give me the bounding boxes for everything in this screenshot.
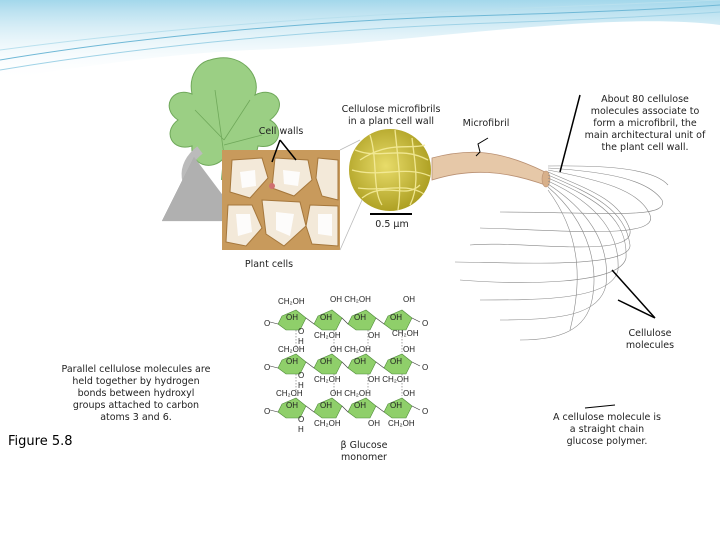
- svg-text:CH₂OH: CH₂OH: [314, 331, 341, 340]
- svg-text:OH: OH: [286, 357, 298, 366]
- svg-text:OH CH₂OH: OH CH₂OH: [330, 295, 371, 304]
- scale-bar-label: 0.5 µm: [375, 219, 409, 230]
- svg-text:CH₂OH: CH₂OH: [314, 419, 341, 428]
- svg-text:OH: OH: [354, 313, 366, 322]
- microfibril-micrograph: [347, 127, 433, 215]
- svg-text:CH₂OH: CH₂OH: [278, 297, 305, 306]
- svg-text:OH: OH: [320, 313, 332, 322]
- svg-text:OH: OH: [354, 357, 366, 366]
- svg-text:CH₂OH: CH₂OH: [392, 329, 419, 338]
- svg-text:O: O: [422, 407, 428, 416]
- svg-text:O: O: [298, 327, 304, 336]
- svg-text:O: O: [422, 319, 428, 328]
- svg-text:OH: OH: [320, 357, 332, 366]
- svg-text:CH₂OH: CH₂OH: [314, 375, 341, 384]
- svg-text:H: H: [298, 381, 304, 390]
- svg-text:OH: OH: [354, 401, 366, 410]
- figure-label: Figure 5.8: [8, 434, 73, 449]
- svg-text:OH: OH: [320, 401, 332, 410]
- svg-text:OH: OH: [368, 419, 380, 428]
- header-banner: [0, 0, 720, 80]
- svg-text:CH₂OH: CH₂OH: [388, 419, 415, 428]
- svg-text:OH CH₂OH: OH CH₂OH: [330, 389, 371, 398]
- svg-text:O: O: [264, 319, 270, 328]
- svg-text:OH: OH: [368, 331, 380, 340]
- svg-text:OH CH₂OH: OH CH₂OH: [330, 345, 371, 354]
- svg-text:O: O: [264, 407, 270, 416]
- microfibrils-in-wall-label: Cellulose microfibrils in a plant cell w…: [341, 104, 441, 127]
- glucose-monomer-label: β Glucose monomer: [340, 440, 388, 463]
- plant-cells-label: Plant cells: [244, 259, 294, 270]
- svg-text:H: H: [298, 425, 304, 434]
- cellulose-molecule-strands: [454, 165, 669, 341]
- plant-cells-illustration: [222, 150, 340, 250]
- straight-chain-note: A cellulose molecule is a straight chain…: [552, 412, 662, 447]
- microfibril-note: About 80 cellulose molecules associate t…: [584, 94, 706, 153]
- svg-text:O: O: [422, 363, 428, 372]
- svg-text:OH: OH: [403, 345, 415, 354]
- svg-text:OH: OH: [403, 389, 415, 398]
- svg-text:OH CH₂OH: OH CH₂OH: [368, 375, 409, 384]
- svg-text:OH: OH: [390, 401, 402, 410]
- svg-text:H: H: [298, 337, 304, 346]
- cellulose-molecules-label: Cellulose molecules: [625, 328, 675, 351]
- svg-text:OH: OH: [403, 295, 415, 304]
- zoom-arrow: [161, 146, 243, 222]
- svg-text:OH: OH: [286, 401, 298, 410]
- svg-text:CH₂OH: CH₂OH: [278, 345, 305, 354]
- parallel-molecules-note: Parallel cellulose molecules are held to…: [61, 364, 211, 423]
- svg-text:OH: OH: [286, 313, 298, 322]
- svg-text:CH₂OH: CH₂OH: [276, 389, 303, 398]
- svg-text:O: O: [298, 371, 304, 380]
- svg-text:OH: OH: [390, 357, 402, 366]
- svg-text:O: O: [298, 415, 304, 424]
- cell-walls-label: Cell walls: [258, 126, 304, 137]
- microfibril-label: Microfibril: [462, 118, 510, 129]
- microfibril-strand: [431, 151, 551, 188]
- svg-text:OH: OH: [390, 313, 402, 322]
- svg-text:O: O: [264, 363, 270, 372]
